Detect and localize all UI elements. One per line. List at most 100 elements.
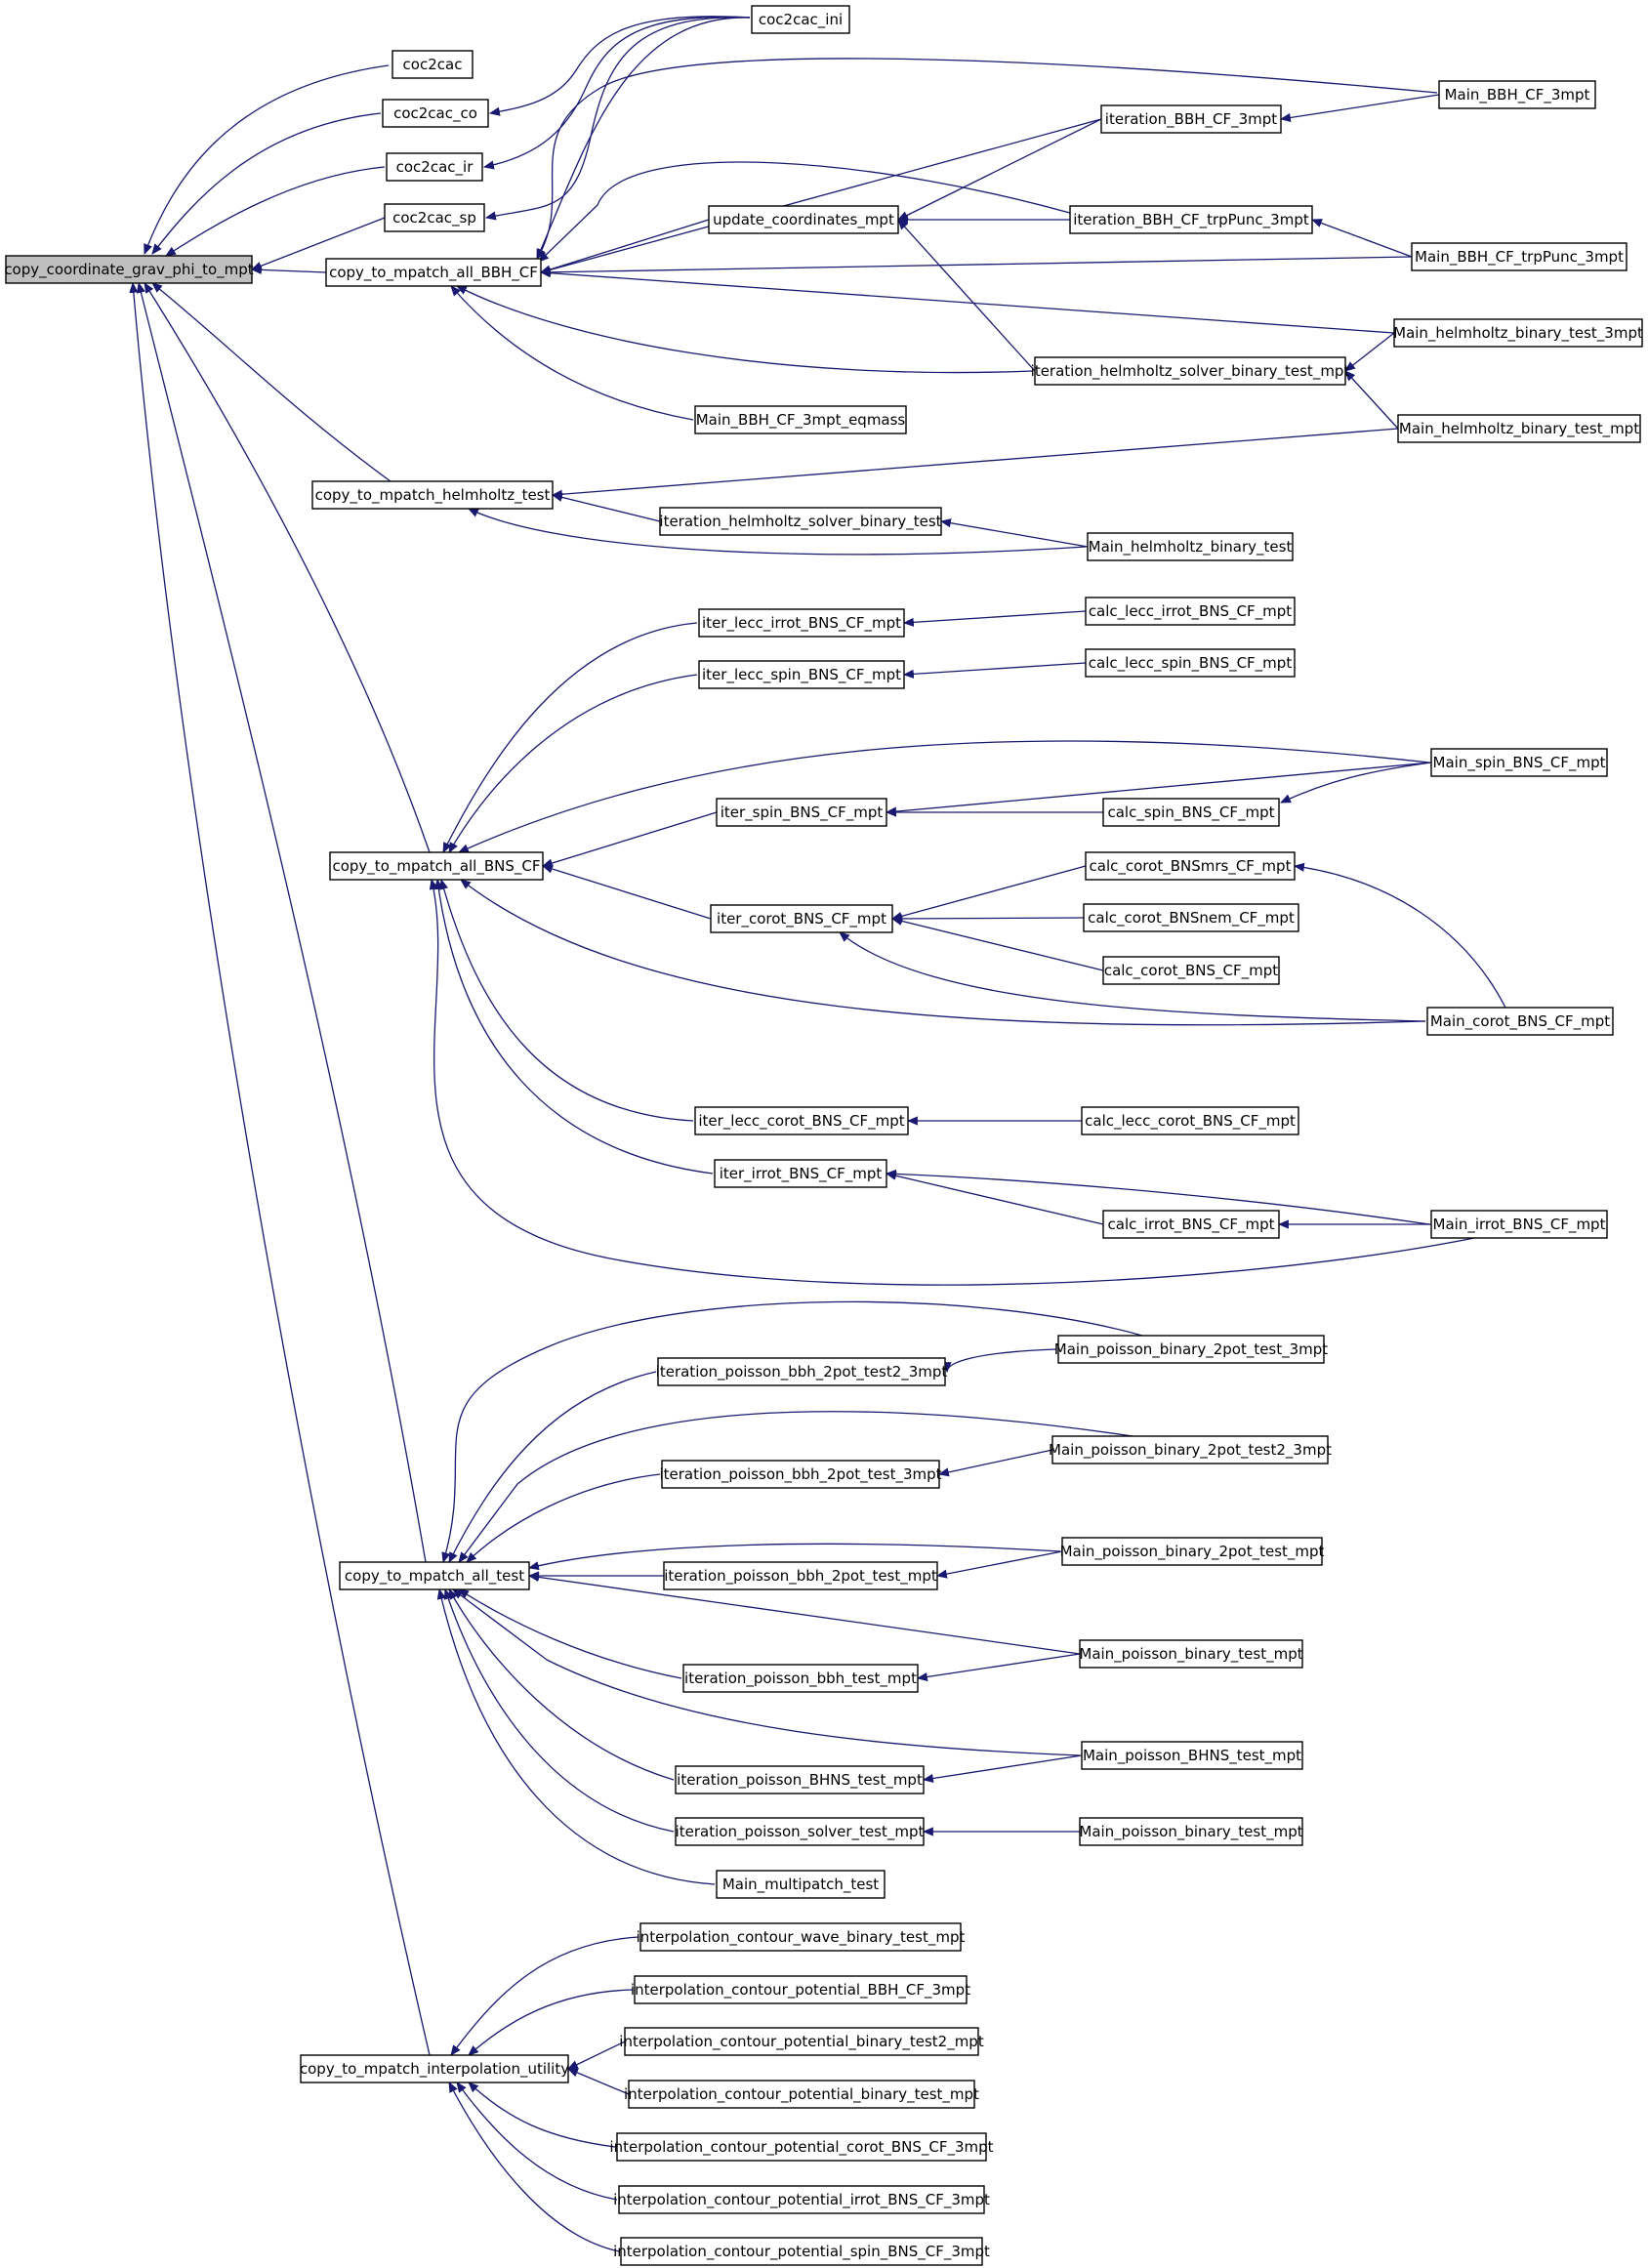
node-label: iter_lecc_corot_BNS_CF_mpt <box>698 1112 904 1131</box>
function-node[interactable]: calc_lecc_spin_BNS_CF_mpt <box>1085 648 1296 678</box>
function-node[interactable]: copy_to_mpatch_helmholtz_test <box>311 480 554 510</box>
node-box <box>1069 205 1313 234</box>
node-box <box>675 1765 925 1794</box>
node-label: iteration_poisson_bbh_2pot_test_mpt <box>664 1567 937 1586</box>
call-edge <box>468 508 1087 556</box>
function-node[interactable]: iter_lecc_irrot_BNS_CF_mpt <box>698 608 905 638</box>
function-node[interactable]: Main_BBH_CF_3mpt_eqmass <box>694 405 907 434</box>
function-node[interactable]: calc_irrot_BNS_CF_mpt <box>1102 1210 1280 1239</box>
function-node[interactable]: interpolation_contour_potential_binary_t… <box>619 2027 984 2056</box>
function-node[interactable]: iteration_BBH_CF_3mpt <box>1100 104 1282 134</box>
call-edge <box>468 2082 616 2148</box>
function-node[interactable]: iter_lecc_spin_BNS_CF_mpt <box>698 660 905 689</box>
node-label: Main_poisson_binary_2pot_test_mpt <box>1060 1543 1325 1561</box>
function-node[interactable]: coc2cac <box>391 50 474 79</box>
function-node[interactable]: interpolation_contour_potential_spin_BNS… <box>613 2237 990 2266</box>
function-node[interactable]: Main_BBH_CF_trpPunc_3mpt <box>1411 242 1627 271</box>
node-box <box>329 851 544 881</box>
call-edge <box>1279 762 1432 804</box>
node-box <box>659 507 942 536</box>
function-node[interactable]: interpolation_contour_potential_irrot_BN… <box>613 2185 990 2214</box>
function-node[interactable]: coc2cac_sp <box>384 203 485 232</box>
node-label: copy_to_mpatch_interpolation_utility <box>300 2060 569 2079</box>
node-label: Main_BBH_CF_3mpt <box>1445 86 1590 104</box>
function-node[interactable]: iter_corot_BNS_CF_mpt <box>710 904 893 933</box>
node-label: calc_corot_BNSnem_CF_mpt <box>1088 909 1295 928</box>
call-edge <box>250 265 327 275</box>
function-node[interactable]: Main_poisson_binary_2pot_test_mpt <box>1060 1537 1325 1566</box>
function-node[interactable]: Main_poisson_binary_2pot_test_3mpt <box>1054 1335 1329 1364</box>
function-node[interactable]: copy_to_mpatch_all_test <box>339 1561 530 1590</box>
function-node[interactable]: iteration_poisson_bbh_2pot_test_3mpt <box>659 1460 942 1489</box>
function-node[interactable]: copy_to_mpatch_all_BNS_CF <box>329 851 544 881</box>
call-edge <box>539 118 1102 274</box>
function-node[interactable]: iteration_poisson_BHNS_test_mpt <box>675 1765 925 1794</box>
call-edge <box>527 1543 1061 1571</box>
function-node[interactable]: iter_lecc_corot_BNS_CF_mpt <box>694 1106 909 1135</box>
node-box <box>1085 597 1296 626</box>
node-label: interpolation_contour_potential_binary_t… <box>624 2085 979 2104</box>
function-node[interactable]: Main_spin_BNS_CF_mpt <box>1430 748 1608 777</box>
call-edge <box>429 878 1475 1286</box>
function-node[interactable]: update_coordinates_mpt <box>708 205 899 234</box>
node-label: Main_helmholtz_binary_test_mpt <box>1399 420 1639 438</box>
node-box <box>639 1922 962 1952</box>
function-node[interactable]: interpolation_contour_potential_BBH_CF_3… <box>631 1975 970 2004</box>
node-label: iteration_BBH_CF_trpPunc_3mpt <box>1073 211 1309 229</box>
function-node[interactable]: iteration_BBH_CF_trpPunc_3mpt <box>1069 205 1313 234</box>
node-label: iter_corot_BNS_CF_mpt <box>717 910 886 928</box>
function-node[interactable]: iteration_poisson_bbh_2pot_test2_3mpt <box>656 1357 948 1386</box>
function-node[interactable]: calc_corot_BNSmrs_CF_mpt <box>1085 851 1296 881</box>
function-node[interactable]: calc_corot_BNS_CF_mpt <box>1102 956 1280 985</box>
call-edge <box>456 2082 618 2201</box>
node-box <box>1057 1335 1325 1364</box>
function-node[interactable]: coc2cac_ir <box>386 152 483 182</box>
function-node[interactable]: interpolation_contour_wave_binary_test_m… <box>637 1922 966 1952</box>
function-node[interactable]: interpolation_contour_potential_corot_BN… <box>609 2132 994 2162</box>
root-function-node[interactable]: copy_coordinate_grav_phi_to_mpt <box>4 255 254 284</box>
function-node[interactable]: coc2cac_co <box>382 99 489 128</box>
function-node[interactable]: Main_helmholtz_binary_test <box>1087 532 1294 561</box>
function-node[interactable]: calc_spin_BNS_CF_mpt <box>1102 798 1280 827</box>
function-node[interactable]: coc2cac_ini <box>751 5 850 34</box>
call-edge <box>450 285 694 421</box>
function-node[interactable]: Main_poisson_binary_test_mpt <box>1079 1639 1303 1669</box>
call-edge <box>436 1588 716 1885</box>
function-node[interactable]: Main_irrot_BNS_CF_mpt <box>1430 1210 1608 1239</box>
function-node[interactable]: Main_BBH_CF_3mpt <box>1438 80 1596 109</box>
function-node[interactable]: iteration_helmholtz_solver_binary_test_m… <box>1031 356 1350 386</box>
node-box <box>618 2185 985 2214</box>
function-node[interactable]: calc_lecc_corot_BNS_CF_mpt <box>1081 1106 1299 1135</box>
node-box <box>661 1460 940 1489</box>
function-node[interactable]: iter_spin_BNS_CF_mpt <box>716 798 887 827</box>
function-node[interactable]: iter_irrot_BNS_CF_mpt <box>714 1159 887 1188</box>
function-node[interactable]: iteration_poisson_bbh_2pot_test_mpt <box>663 1561 938 1590</box>
function-node[interactable]: Main_poisson_binary_test_mpt <box>1079 1817 1303 1846</box>
function-node[interactable]: Main_poisson_binary_2pot_test2_3mpt <box>1049 1435 1332 1464</box>
node-label: iter_lecc_irrot_BNS_CF_mpt <box>702 614 901 633</box>
function-node[interactable]: calc_lecc_irrot_BNS_CF_mpt <box>1085 597 1296 626</box>
call-edge <box>448 1371 657 1563</box>
function-node[interactable]: Main_poisson_BHNS_test_mpt <box>1081 1741 1303 1770</box>
function-node[interactable]: copy_to_mpatch_all_BBH_CF <box>325 258 542 287</box>
call-edge <box>151 112 382 255</box>
function-node[interactable]: Main_helmholtz_binary_test_3mpt <box>1393 318 1643 348</box>
function-node[interactable]: iteration_helmholtz_solver_binary_test <box>659 507 942 536</box>
call-edge <box>460 879 1426 1026</box>
node-label: iter_spin_BNS_CF_mpt <box>721 804 884 822</box>
function-node[interactable]: Main_multipatch_test <box>716 1870 886 1899</box>
function-node[interactable]: Main_corot_BNS_CF_mpt <box>1426 1007 1614 1036</box>
node-label: iteration_helmholtz_solver_binary_test <box>659 513 941 531</box>
node-box <box>1034 356 1346 386</box>
node-box <box>384 203 485 232</box>
function-node[interactable]: Main_helmholtz_binary_test_mpt <box>1397 414 1641 443</box>
node-label: interpolation_contour_potential_irrot_BN… <box>613 2191 990 2209</box>
function-node[interactable]: calc_corot_BNSnem_CF_mpt <box>1083 903 1299 932</box>
function-node[interactable]: interpolation_contour_potential_binary_t… <box>624 2080 979 2109</box>
function-node[interactable]: iteration_poisson_solver_test_mpt <box>675 1817 925 1846</box>
call-edge <box>902 662 1087 679</box>
function-node[interactable]: copy_to_mpatch_interpolation_utility <box>300 2054 569 2083</box>
function-node[interactable]: iteration_poisson_bbh_test_mpt <box>682 1664 919 1693</box>
node-box <box>624 2027 979 2056</box>
call-edge <box>442 622 698 853</box>
